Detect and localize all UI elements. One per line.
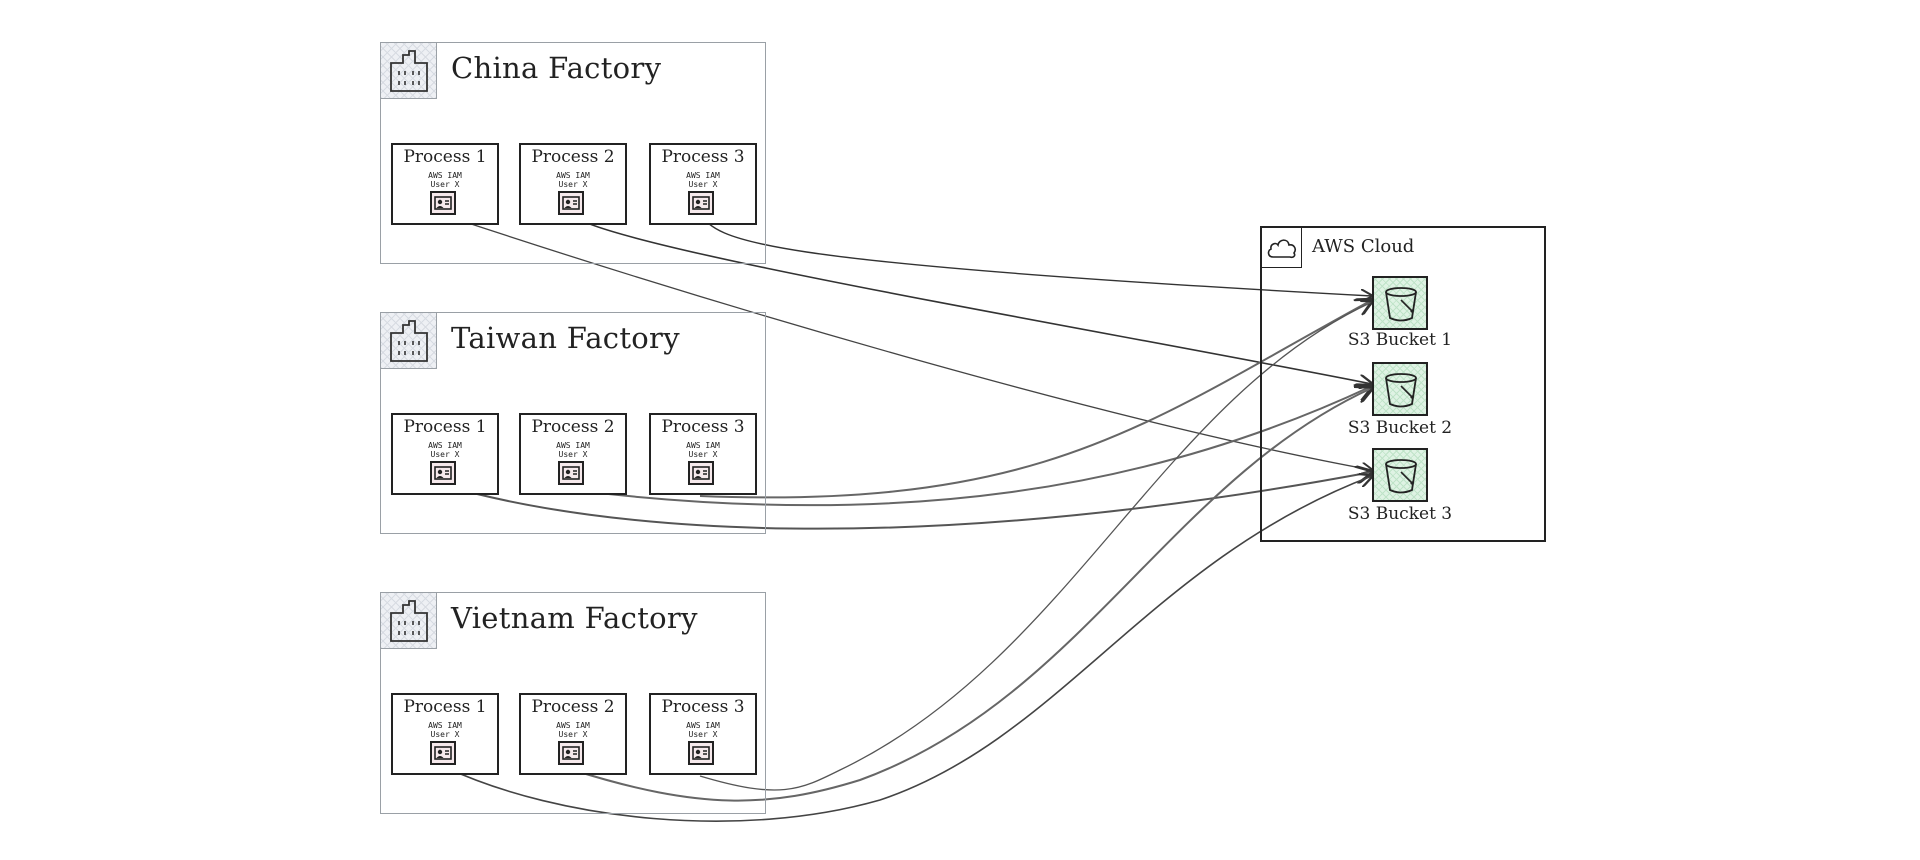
- process-user: User X: [688, 450, 718, 459]
- process-box[interactable]: Process 2 AWS IAM User X: [519, 693, 627, 775]
- aws-cloud-group: AWS Cloud: [1260, 226, 1546, 542]
- s3-bucket-3[interactable]: [1372, 448, 1428, 502]
- process-service: AWS IAM: [556, 441, 590, 450]
- process-box[interactable]: Process 3 AWS IAM User X: [649, 143, 757, 225]
- iam-user-icon: [558, 461, 584, 485]
- process-title: Process 2: [531, 417, 615, 437]
- s3-bucket-label: S3 Bucket 2: [1347, 418, 1453, 438]
- process-user: User X: [430, 450, 460, 459]
- process-box[interactable]: Process 1 AWS IAM User X: [391, 143, 499, 225]
- process-user: User X: [688, 730, 718, 739]
- process-user: User X: [688, 180, 718, 189]
- factory-group-taiwan: Taiwan Factory Process 1 AWS IAM User X …: [380, 312, 766, 534]
- cloud-title: AWS Cloud: [1312, 236, 1415, 257]
- factory-title: Taiwan Factory: [451, 321, 680, 355]
- process-box[interactable]: Process 2 AWS IAM User X: [519, 413, 627, 495]
- bucket-icon: [1385, 373, 1417, 408]
- process-title: Process 1: [403, 417, 487, 437]
- s3-bucket-2[interactable]: [1372, 362, 1428, 416]
- process-service: AWS IAM: [686, 171, 720, 180]
- factory-group-vietnam: Vietnam Factory Process 1 AWS IAM User X…: [380, 592, 766, 814]
- iam-user-icon: [558, 741, 584, 765]
- building-icon: [381, 43, 437, 99]
- factory-group-china: China Factory Process 1 AWS IAM User X P…: [380, 42, 766, 264]
- building-icon: [381, 593, 437, 649]
- building-icon: [381, 313, 437, 369]
- s3-bucket-1[interactable]: [1372, 276, 1428, 330]
- process-title: Process 3: [661, 147, 745, 167]
- process-user: User X: [558, 180, 588, 189]
- bucket-icon: [1385, 459, 1417, 494]
- process-user: User X: [430, 180, 460, 189]
- process-box[interactable]: Process 3 AWS IAM User X: [649, 413, 757, 495]
- factory-title: China Factory: [451, 51, 662, 85]
- process-user: User X: [430, 730, 460, 739]
- process-service: AWS IAM: [686, 721, 720, 730]
- process-title: Process 2: [531, 697, 615, 717]
- iam-user-icon: [688, 191, 714, 215]
- iam-user-icon: [558, 191, 584, 215]
- factory-title: Vietnam Factory: [451, 601, 698, 635]
- iam-user-icon: [430, 191, 456, 215]
- s3-bucket-label: S3 Bucket 1: [1347, 330, 1453, 350]
- process-title: Process 3: [661, 697, 745, 717]
- process-title: Process 2: [531, 147, 615, 167]
- process-service: AWS IAM: [556, 721, 590, 730]
- cloud-icon: [1262, 228, 1302, 268]
- iam-user-icon: [688, 741, 714, 765]
- iam-user-icon: [430, 461, 456, 485]
- iam-user-icon: [430, 741, 456, 765]
- process-title: Process 1: [403, 697, 487, 717]
- process-title: Process 3: [661, 417, 745, 437]
- process-service: AWS IAM: [428, 171, 462, 180]
- process-box[interactable]: Process 1 AWS IAM User X: [391, 413, 499, 495]
- s3-bucket-label: S3 Bucket 3: [1347, 504, 1453, 524]
- iam-user-icon: [688, 461, 714, 485]
- process-user: User X: [558, 730, 588, 739]
- process-box[interactable]: Process 1 AWS IAM User X: [391, 693, 499, 775]
- process-box[interactable]: Process 2 AWS IAM User X: [519, 143, 627, 225]
- process-title: Process 1: [403, 147, 487, 167]
- process-service: AWS IAM: [556, 171, 590, 180]
- process-box[interactable]: Process 3 AWS IAM User X: [649, 693, 757, 775]
- process-user: User X: [558, 450, 588, 459]
- bucket-icon: [1385, 287, 1417, 322]
- process-service: AWS IAM: [428, 441, 462, 450]
- process-service: AWS IAM: [428, 721, 462, 730]
- process-service: AWS IAM: [686, 441, 720, 450]
